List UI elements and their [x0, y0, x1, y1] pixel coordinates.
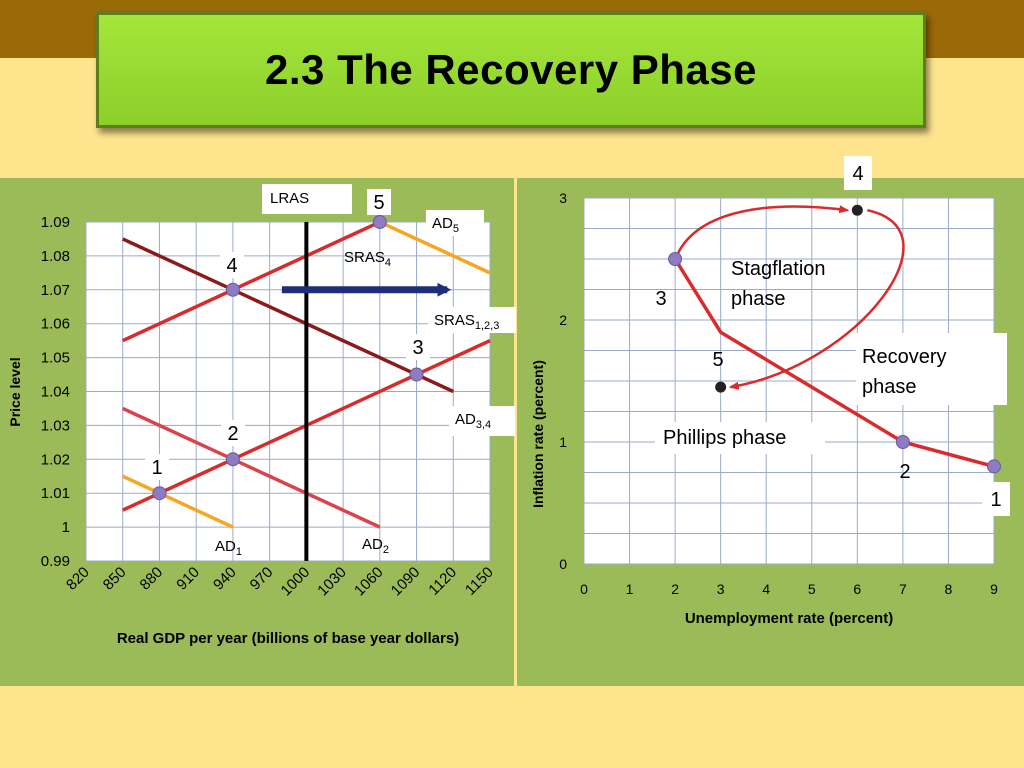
ad-as-y-tick: 1.03	[41, 417, 70, 434]
phillips-point-label-4: 4	[852, 163, 863, 185]
recovery-phase-label-line1: Recovery	[862, 346, 946, 368]
recovery-arrow	[728, 208, 905, 390]
stagflation-phase-label-line1: Stagflation	[731, 258, 826, 280]
phillips-point-4	[851, 204, 863, 216]
ad-as-x-tick: 1090	[388, 564, 424, 600]
phillips-x-tick: 7	[899, 581, 907, 597]
phillips-x-tick: 0	[580, 581, 588, 597]
point-label-4: 4	[226, 255, 237, 277]
phillips-x-tick: 9	[990, 581, 998, 597]
phillips-point-label-bg	[982, 482, 1010, 516]
stagflation-arrow	[676, 205, 850, 254]
phillips-y-tick: 2	[559, 312, 567, 328]
page-title: 2.3 The Recovery Phase	[265, 46, 757, 93]
curve-ad-34	[121, 237, 455, 394]
ad-as-x-tick: 850	[100, 564, 130, 594]
phillips-x-tick: 2	[671, 581, 679, 597]
curve-label-ad-34: AD3,4	[455, 411, 491, 431]
ad-as-y-tick: 1.08	[41, 248, 70, 265]
phillips-point-label-2: 2	[899, 461, 910, 483]
curve-label-ad-2: AD2	[362, 536, 389, 556]
equilibrium-point-3	[409, 367, 424, 382]
point-label-bg	[145, 454, 169, 480]
curve-sras-4	[121, 220, 381, 343]
ad-as-x-tick: 910	[173, 564, 203, 594]
point-label-2: 2	[227, 423, 238, 445]
ad-as-y-tick: 1.06	[41, 316, 70, 333]
ad-as-y-tick: 1.02	[41, 451, 70, 468]
point-label-3: 3	[412, 337, 423, 359]
point-label-5: 5	[373, 192, 384, 214]
equilibrium-point-5	[372, 215, 387, 229]
point-label-bg	[367, 189, 391, 215]
phillips-x-tick: 8	[945, 581, 953, 597]
phillips-x-axis-label: Unemployment rate (percent)	[685, 610, 893, 627]
curve-label-bg	[449, 406, 515, 436]
point-label-bg	[406, 334, 430, 360]
ad-as-x-tick: 1030	[314, 564, 350, 600]
ad-as-y-tick: 1.07	[41, 282, 70, 299]
ad-as-x-tick: 1150	[462, 564, 497, 599]
ad-as-x-tick: 1000	[278, 564, 314, 600]
equilibrium-point-1	[152, 486, 167, 501]
recovery-phase-label-line2: phase	[862, 376, 917, 398]
curve-ad-2	[121, 406, 381, 529]
phillips-point-label-3: 3	[655, 288, 666, 310]
stagflation-phase-label-line2: phase	[731, 288, 786, 310]
phillips-x-tick: 1	[626, 581, 634, 597]
ad-as-x-tick: 1060	[351, 564, 387, 600]
ad-as-x-tick: 1120	[425, 564, 460, 599]
recovery-phase-label-bg	[856, 333, 1007, 405]
ad-as-y-tick: 1	[62, 519, 70, 536]
ad-as-x-tick: 940	[210, 564, 240, 594]
ad-as-x-tick: 880	[137, 564, 167, 594]
curve-label-bg	[428, 307, 516, 333]
ad-as-y-tick: 1.01	[41, 485, 70, 502]
ad-as-y-axis-label: Price level	[7, 357, 23, 426]
point-label-1: 1	[151, 457, 162, 479]
curve-label-ad-1: AD1	[215, 538, 242, 558]
lras-label: LRAS	[270, 190, 309, 207]
phillips-y-tick: 0	[559, 556, 567, 572]
equilibrium-point-4	[225, 282, 240, 297]
ad-as-x-tick: 970	[247, 564, 277, 594]
curve-label-ad-5: AD5	[432, 215, 459, 235]
curve-ad-5	[379, 220, 491, 275]
phillips-phase-label: Phillips phase	[663, 427, 786, 449]
curve-ad-1	[121, 474, 234, 529]
phillips-phase-label-bg	[655, 422, 825, 454]
phillips-y-tick: 1	[559, 434, 567, 450]
phillips-point-5	[715, 381, 727, 393]
point-label-bg	[221, 420, 245, 446]
curve-label-sras-4: SRAS4	[344, 249, 391, 269]
phillips-point-label-bg	[844, 156, 872, 190]
point-label-bg	[220, 252, 244, 278]
equilibrium-point-2	[225, 452, 240, 467]
phillips-point-label-1: 1	[990, 489, 1001, 511]
phillips-y-tick: 3	[559, 190, 567, 206]
phillips-x-tick: 3	[717, 581, 725, 597]
phillips-y-axis-label: Inflation rate (percent)	[530, 360, 546, 508]
curve-label-sras-123: SRAS1,2,3	[434, 312, 499, 332]
curve-label-bg	[426, 210, 484, 236]
phillips-point-2	[895, 435, 910, 449]
title-box: 2.3 The Recovery Phase	[96, 12, 926, 128]
ad-as-y-tick: 1.09	[41, 214, 70, 231]
ad-as-x-axis-label: Real GDP per year (billions of base year…	[117, 630, 459, 647]
phillips-point-1	[987, 459, 1001, 474]
phillips-point-3	[668, 252, 683, 266]
ad-as-y-tick: 1.04	[41, 384, 70, 401]
phillips-point-label-5: 5	[712, 349, 723, 371]
phillips-x-tick: 5	[808, 581, 816, 597]
ad-as-y-tick: 0.99	[41, 553, 70, 570]
phillips-x-tick: 4	[762, 581, 770, 597]
phillips-curve	[673, 258, 995, 469]
ad-as-y-tick: 1.05	[41, 350, 70, 367]
lras-label-bg	[262, 184, 352, 214]
phillips-x-tick: 6	[853, 581, 861, 597]
